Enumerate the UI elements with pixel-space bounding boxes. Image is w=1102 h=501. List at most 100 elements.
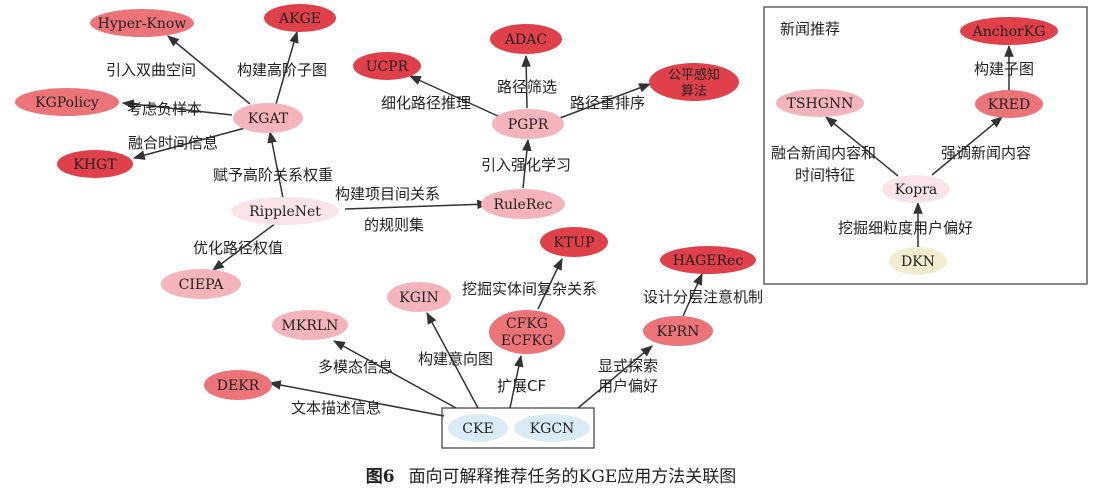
node-pgpr: PGPR [492, 109, 564, 139]
node-label: KTUP [553, 235, 594, 251]
edge-ripplenet-kgat [267, 130, 284, 199]
news-box-title: 新闻推荐 [780, 20, 840, 38]
node-label: KRED [988, 97, 1030, 113]
node-kred: KRED [975, 90, 1043, 118]
node-label: Kopra [895, 182, 938, 198]
node-label: RippleNet [249, 204, 321, 220]
node-label: ADAC [504, 32, 547, 48]
node-ciepa: CIEPA [161, 269, 241, 299]
node-label: KHGT [73, 157, 117, 173]
edge-label-text-description: 文本描述信息 [291, 399, 381, 417]
node-label: CIEPA [179, 277, 225, 293]
edge-label-multimodal: 多模态信息 [318, 358, 393, 376]
figure-title: 面向可解释推荐任务的KGE应用方法关联图 [408, 467, 737, 487]
node-label: DKN [901, 254, 935, 270]
node-ktup: KTUP [540, 227, 608, 257]
node-rulerec: RuleRec [481, 189, 565, 219]
node-label: KGIN [399, 290, 438, 306]
edge-label-explicit-explore-line2: 用户偏好 [598, 377, 658, 395]
node-label: KGCN [530, 421, 575, 437]
edge-cke-cfkg [509, 354, 524, 409]
edge-rulerec-pgpr [522, 138, 532, 189]
node-label: RuleRec [494, 197, 553, 213]
edge-label-negative-samples: 考虑负样本 [127, 100, 202, 118]
node-label: DEKR [217, 378, 260, 394]
edge-cke-dekr [268, 380, 445, 417]
node-kprn: KPRN [643, 316, 713, 346]
edge-label-high-order-subgraph: 构建高阶子图 [237, 61, 327, 79]
edge-cfkg-ktup [537, 257, 563, 310]
edge-kopra-kred [931, 116, 1003, 176]
edge-ripplenet-rulerec [344, 199, 490, 210]
edge-cke-kgin [426, 311, 479, 409]
node-hyper-know: Hyper-Know [90, 9, 194, 37]
node-label: AKGE [278, 11, 321, 27]
node-dekr: DEKR [204, 370, 272, 400]
node-kopra: Kopra [882, 175, 950, 203]
node-ripplenet: RippleNet [231, 197, 339, 225]
edge-label-high-order-weights: 赋予高阶关系权重 [213, 166, 333, 184]
node-label: KPRN [657, 324, 700, 340]
node-khgt: KHGT [57, 150, 133, 178]
edge-label-explicit-explore-line1: 显式探索 [598, 357, 658, 375]
edge-label-hyperbolic-space: 引入双曲空间 [106, 61, 196, 79]
node-label-cfkg: CFKG [506, 316, 548, 332]
node-label: AnchorKG [972, 24, 1046, 40]
node-kgcn: KGCN [514, 414, 590, 442]
edge-label-path-rerank: 路径重排序 [570, 94, 645, 112]
edge-ripplenet-ciepa [212, 222, 277, 271]
node-tshgnn: TSHGNN [776, 89, 864, 117]
kge-relation-diagram: 新闻推荐 Hyper-Know AKGE KGPolicy [15, 4, 1088, 449]
edge-kgat-hyperknow [167, 35, 251, 105]
node-label: HAGERec [673, 253, 744, 269]
edge-kprn-hagerec [682, 272, 703, 317]
node-mkrln: MKRLN [272, 310, 348, 340]
edge-label-intent-graph: 构建意向图 [418, 350, 493, 368]
node-kgat: KGAT [233, 103, 303, 133]
edge-kgat-kgpolicy [121, 99, 233, 116]
edge-label-refine-path: 细化路径推理 [381, 94, 471, 112]
cke-kgcn-box [441, 407, 595, 449]
edge-pgpr-adac [521, 54, 532, 109]
node-dkn: DKN [889, 247, 947, 275]
node-label: CKE [462, 421, 493, 437]
edge-label-fine-grained-preference: 挖掘细粒度用户偏好 [838, 219, 973, 237]
edge-label-emphasize-news: 强调新闻内容 [941, 144, 1031, 162]
node-cfkg-ecfkg: CFKG ECFKG [489, 310, 565, 354]
node-kgin: KGIN [387, 282, 451, 312]
edge-cke-mkrln [332, 340, 457, 409]
edge-label-item-rules-line2: 的规则集 [364, 216, 424, 234]
node-label-line2: 算法 [681, 84, 707, 99]
edge-label-hierarchical-attention: 设计分层注意机制 [643, 288, 763, 306]
edge-label-complex-relations: 挖掘实体间复杂关系 [462, 280, 597, 298]
figure-number: 图6 [365, 467, 395, 487]
node-label: PGPR [508, 117, 549, 133]
news-recommendation-box [763, 6, 1088, 285]
edge-label-build-subgraph: 构建子图 [974, 60, 1034, 78]
edge-label-path-weights: 优化路径权值 [193, 239, 283, 257]
node-label: KGPolicy [35, 95, 99, 111]
node-label: Hyper-Know [98, 16, 187, 32]
node-cke: CKE [448, 414, 508, 442]
node-akge: AKGE [264, 4, 336, 32]
figure-caption: 图6 面向可解释推荐任务的KGE应用方法关联图 [0, 462, 1102, 487]
node-adac: ADAC [490, 24, 562, 54]
node-label: MKRLN [282, 318, 339, 334]
edge-label-item-rules-line1: 构建项目间关系 [335, 185, 440, 203]
edge-label-reinforcement-learning: 引入强化学习 [481, 156, 571, 174]
node-label: TSHGNN [787, 96, 854, 112]
node-label: UCPR [366, 59, 409, 75]
edge-kopra-tshgnn [825, 116, 899, 177]
edge-cke-kprn [577, 345, 653, 409]
node-fairness-aware-algorithm: 公平感知 算法 [649, 63, 739, 101]
node-label: KGAT [248, 111, 289, 127]
node-kgpolicy: KGPolicy [15, 88, 119, 116]
edge-label-news-temporal-line2: 时间特征 [795, 166, 855, 184]
edge-label-path-filter: 路径筛选 [497, 78, 557, 96]
edge-label-temporal-info: 融合时间信息 [128, 134, 218, 152]
edge-kgat-khgt [132, 127, 246, 160]
edge-pgpr-ucpr [408, 75, 501, 118]
edge-kgat-akge [275, 30, 299, 105]
node-ucpr: UCPR [353, 52, 421, 80]
node-hagerec: HAGERec [660, 246, 756, 274]
